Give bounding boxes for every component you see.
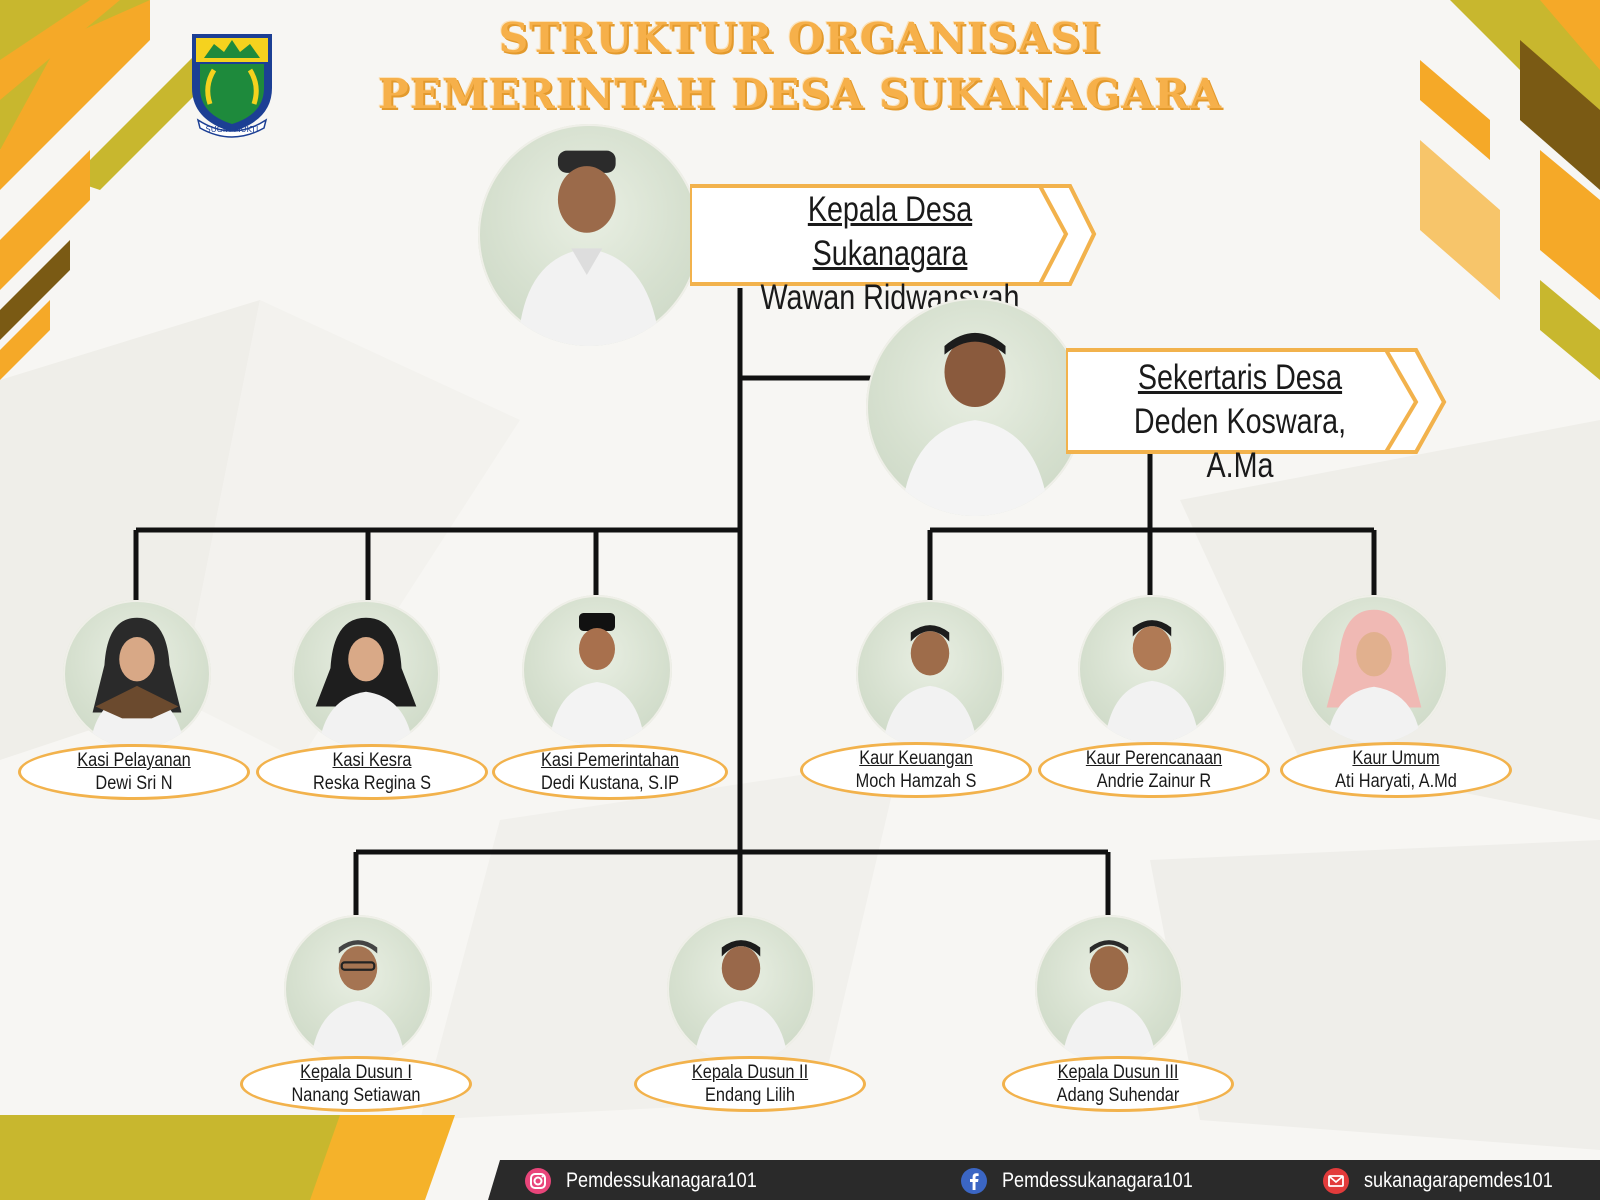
kepala-dusun-1-name: Nanang Setiawan xyxy=(291,1085,421,1106)
photo-kasi-kesra xyxy=(292,600,440,748)
person-icon xyxy=(1061,940,1157,1063)
instagram-handle: Pemdessukanagara101 xyxy=(566,1169,757,1192)
kepala-dusun-3-role: Kepala Dusun III xyxy=(1057,1062,1179,1083)
photo-kaur-umum xyxy=(1300,595,1448,743)
person-icon xyxy=(882,625,978,748)
photo-kepala-desa xyxy=(478,124,700,346)
footer-facebook[interactable]: Pemdessukanagara101 xyxy=(960,1166,1224,1196)
kepala-dusun-3-name: Adang Suhendar xyxy=(1056,1085,1180,1106)
kepala-desa-role: Kepala Desa Sukanagara xyxy=(807,190,973,273)
kepala-desa-label: Kepala Desa Sukanagara Wawan Ridwansyah xyxy=(700,188,1080,320)
person-icon xyxy=(1104,620,1200,743)
tag-kepala-dusun-1: Kepala Dusun I Nanang Setiawan xyxy=(240,1056,472,1112)
person-icon xyxy=(517,150,661,346)
tag-kepala-dusun-3: Kepala Dusun III Adang Suhendar xyxy=(1002,1056,1234,1112)
kaur-umum-name: Ati Haryati, A.Md xyxy=(1335,771,1457,792)
person-icon xyxy=(1326,609,1422,743)
photo-kepala-dusun-1 xyxy=(284,915,432,1063)
kepala-dusun-2-role: Kepala Dusun II xyxy=(691,1062,809,1083)
instagram-icon xyxy=(525,1168,551,1194)
photo-kepala-dusun-3 xyxy=(1035,915,1183,1063)
person-icon xyxy=(89,617,185,748)
sekretaris-label: Sekertaris Desa Deden Koswara, A.Ma xyxy=(1080,356,1400,488)
chart-title-line-2: PEMERINTAH DESA SUKANAGARA xyxy=(377,70,1223,118)
tag-kaur-perencanaan: Kaur Perencanaan Andrie Zainur R xyxy=(1038,742,1270,798)
photo-sekretaris xyxy=(866,298,1084,516)
kasi-pemerintahan-role: Kasi Pemerintahan xyxy=(540,750,680,771)
kaur-keuangan-role: Kaur Keuangan xyxy=(859,748,973,769)
logo-motto: SUGIH MUKTI xyxy=(206,125,259,134)
photo-kaur-perencanaan xyxy=(1078,595,1226,743)
person-icon xyxy=(310,940,406,1063)
banner-sekretaris xyxy=(1066,348,1447,454)
kaur-keuangan-name: Moch Hamzah S xyxy=(855,771,977,792)
person-icon xyxy=(315,617,417,748)
village-logo: SUGIH MUKTI xyxy=(192,34,272,138)
kaur-umum-role: Kaur Umum xyxy=(1352,748,1440,769)
kepala-dusun-1-role: Kepala Dusun I xyxy=(300,1062,412,1083)
tag-kasi-pemerintahan: Kasi Pemerintahan Dedi Kustana, S.IP xyxy=(492,744,728,800)
person-icon xyxy=(693,940,789,1063)
kasi-pelayanan-role: Kasi Pelayanan xyxy=(77,750,191,771)
chart-title-line-1: STRUKTUR ORGANISASI xyxy=(498,14,1102,62)
email-address: sukanagarapemdes101 xyxy=(1364,1169,1553,1192)
sekretaris-name: Deden Koswara, A.Ma xyxy=(1133,402,1347,485)
kasi-pemerintahan-name: Dedi Kustana, S.IP xyxy=(540,773,680,794)
person-icon xyxy=(549,613,645,745)
tag-kaur-keuangan: Kaur Keuangan Moch Hamzah S xyxy=(800,742,1032,798)
kepala-dusun-2-name: Endang Lilih xyxy=(705,1085,795,1106)
footer-bar xyxy=(488,1160,1600,1200)
tag-kepala-dusun-2: Kepala Dusun II Endang Lilih xyxy=(634,1056,866,1112)
footer-instagram[interactable]: Pemdessukanagara101 xyxy=(524,1166,788,1196)
kaur-perencanaan-name: Andrie Zainur R xyxy=(1096,771,1212,792)
facebook-handle: Pemdessukanagara101 xyxy=(1002,1169,1193,1192)
footer-email[interactable]: sukanagarapemdes101 xyxy=(1322,1166,1584,1196)
photo-kaur-keuangan xyxy=(856,600,1004,748)
photo-kasi-pemerintahan xyxy=(522,595,672,745)
tag-kaur-umum: Kaur Umum Ati Haryati, A.Md xyxy=(1280,742,1512,798)
facebook-icon xyxy=(961,1168,987,1194)
kaur-perencanaan-role: Kaur Perencanaan xyxy=(1085,748,1223,769)
person-icon xyxy=(900,332,1050,516)
photo-kepala-dusun-2 xyxy=(667,915,815,1063)
kasi-pelayanan-name: Dewi Sri N xyxy=(95,773,173,794)
tag-kasi-pelayanan: Kasi Pelayanan Dewi Sri N xyxy=(18,744,250,800)
kasi-kesra-role: Kasi Kesra xyxy=(332,750,412,771)
kasi-kesra-name: Reska Regina S xyxy=(312,773,432,794)
tag-kasi-kesra: Kasi Kesra Reska Regina S xyxy=(256,744,488,800)
sekretaris-role: Sekertaris Desa xyxy=(1137,358,1343,397)
photo-kasi-pelayanan xyxy=(63,600,211,748)
banner-kepala-desa xyxy=(690,184,1097,286)
email-icon xyxy=(1323,1168,1349,1194)
